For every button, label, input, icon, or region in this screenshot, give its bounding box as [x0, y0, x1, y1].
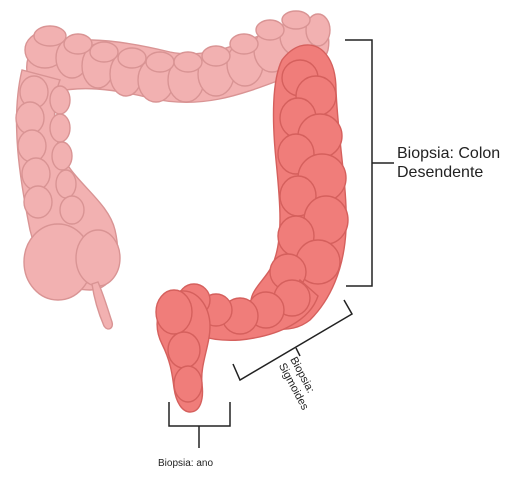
bracket-ano	[169, 402, 230, 448]
label-colon-descendente: Biopsia: Colon Desendente	[397, 144, 500, 182]
label-ano: Biopsia: ano	[158, 458, 213, 469]
bracket-colon-descendente	[345, 40, 394, 286]
